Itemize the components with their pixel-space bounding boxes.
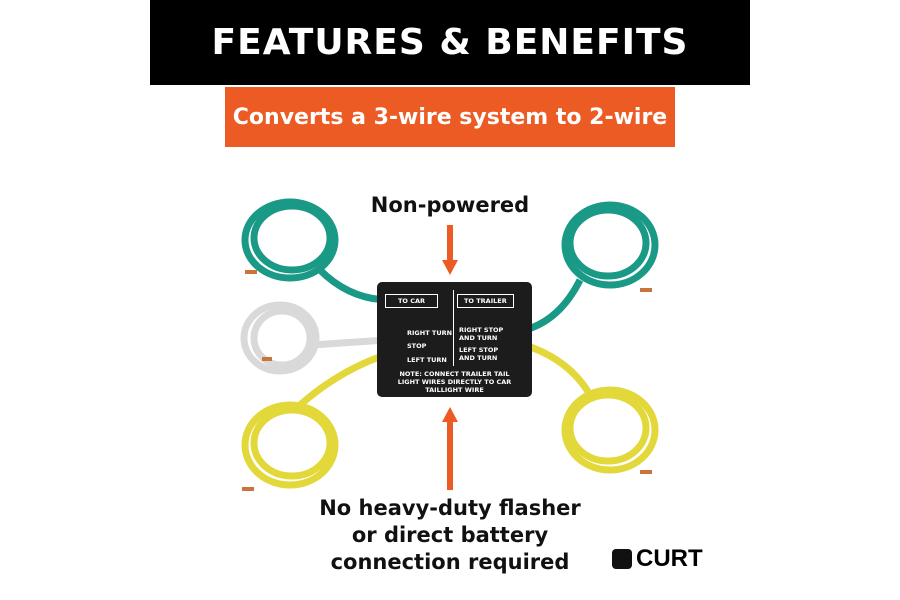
non-powered-label: Non-powered	[370, 193, 530, 217]
module-note: NOTE: CONNECT TRAILER TAIL LIGHT WIRES D…	[377, 370, 532, 394]
arrow-down-icon	[442, 225, 458, 275]
yellow-wire-coil-right	[523, 341, 659, 474]
brand-name: CURT	[636, 545, 703, 572]
feature-banner: Converts a 3-wire system to 2-wire	[225, 87, 675, 147]
note-line: LIGHT WIRES DIRECTLY TO CAR	[397, 378, 512, 386]
stop: STOP	[407, 342, 427, 350]
note-line: NOTE: CONNECT TRAILER TAIL	[399, 370, 510, 378]
left-stop: LEFT STOP	[459, 346, 499, 354]
line: or direct battery	[351, 523, 549, 547]
green-wire-coil-right	[523, 201, 659, 334]
converter-module: TO CAR TO TRAILER RIGHT TURN STOP LEFT T…	[377, 282, 532, 397]
right-stop: RIGHT STOP	[459, 326, 504, 334]
right-turn: RIGHT TURN	[407, 329, 453, 337]
left-turn: LEFT TURN	[407, 356, 447, 364]
yellow-wire-coil-left	[241, 351, 387, 489]
curt-logo: CURT	[612, 545, 703, 573]
line: No heavy-duty flasher	[319, 496, 581, 520]
arrow-up-icon	[442, 407, 458, 490]
curt-emblem-icon	[612, 549, 632, 569]
header-title: FEATURES & BENEFITS	[150, 0, 750, 85]
and-turn: AND TURN	[459, 334, 498, 342]
to-car-label: TO CAR	[385, 294, 439, 308]
and-turn: AND TURN	[459, 354, 498, 362]
white-wire-coil	[240, 301, 386, 375]
line: connection required	[330, 550, 570, 574]
to-trailer-label: TO TRAILER	[457, 294, 514, 308]
requirement-label: No heavy-duty flasher or direct battery …	[300, 495, 600, 576]
note-line: TAILLIGHT WIRE	[425, 386, 484, 394]
